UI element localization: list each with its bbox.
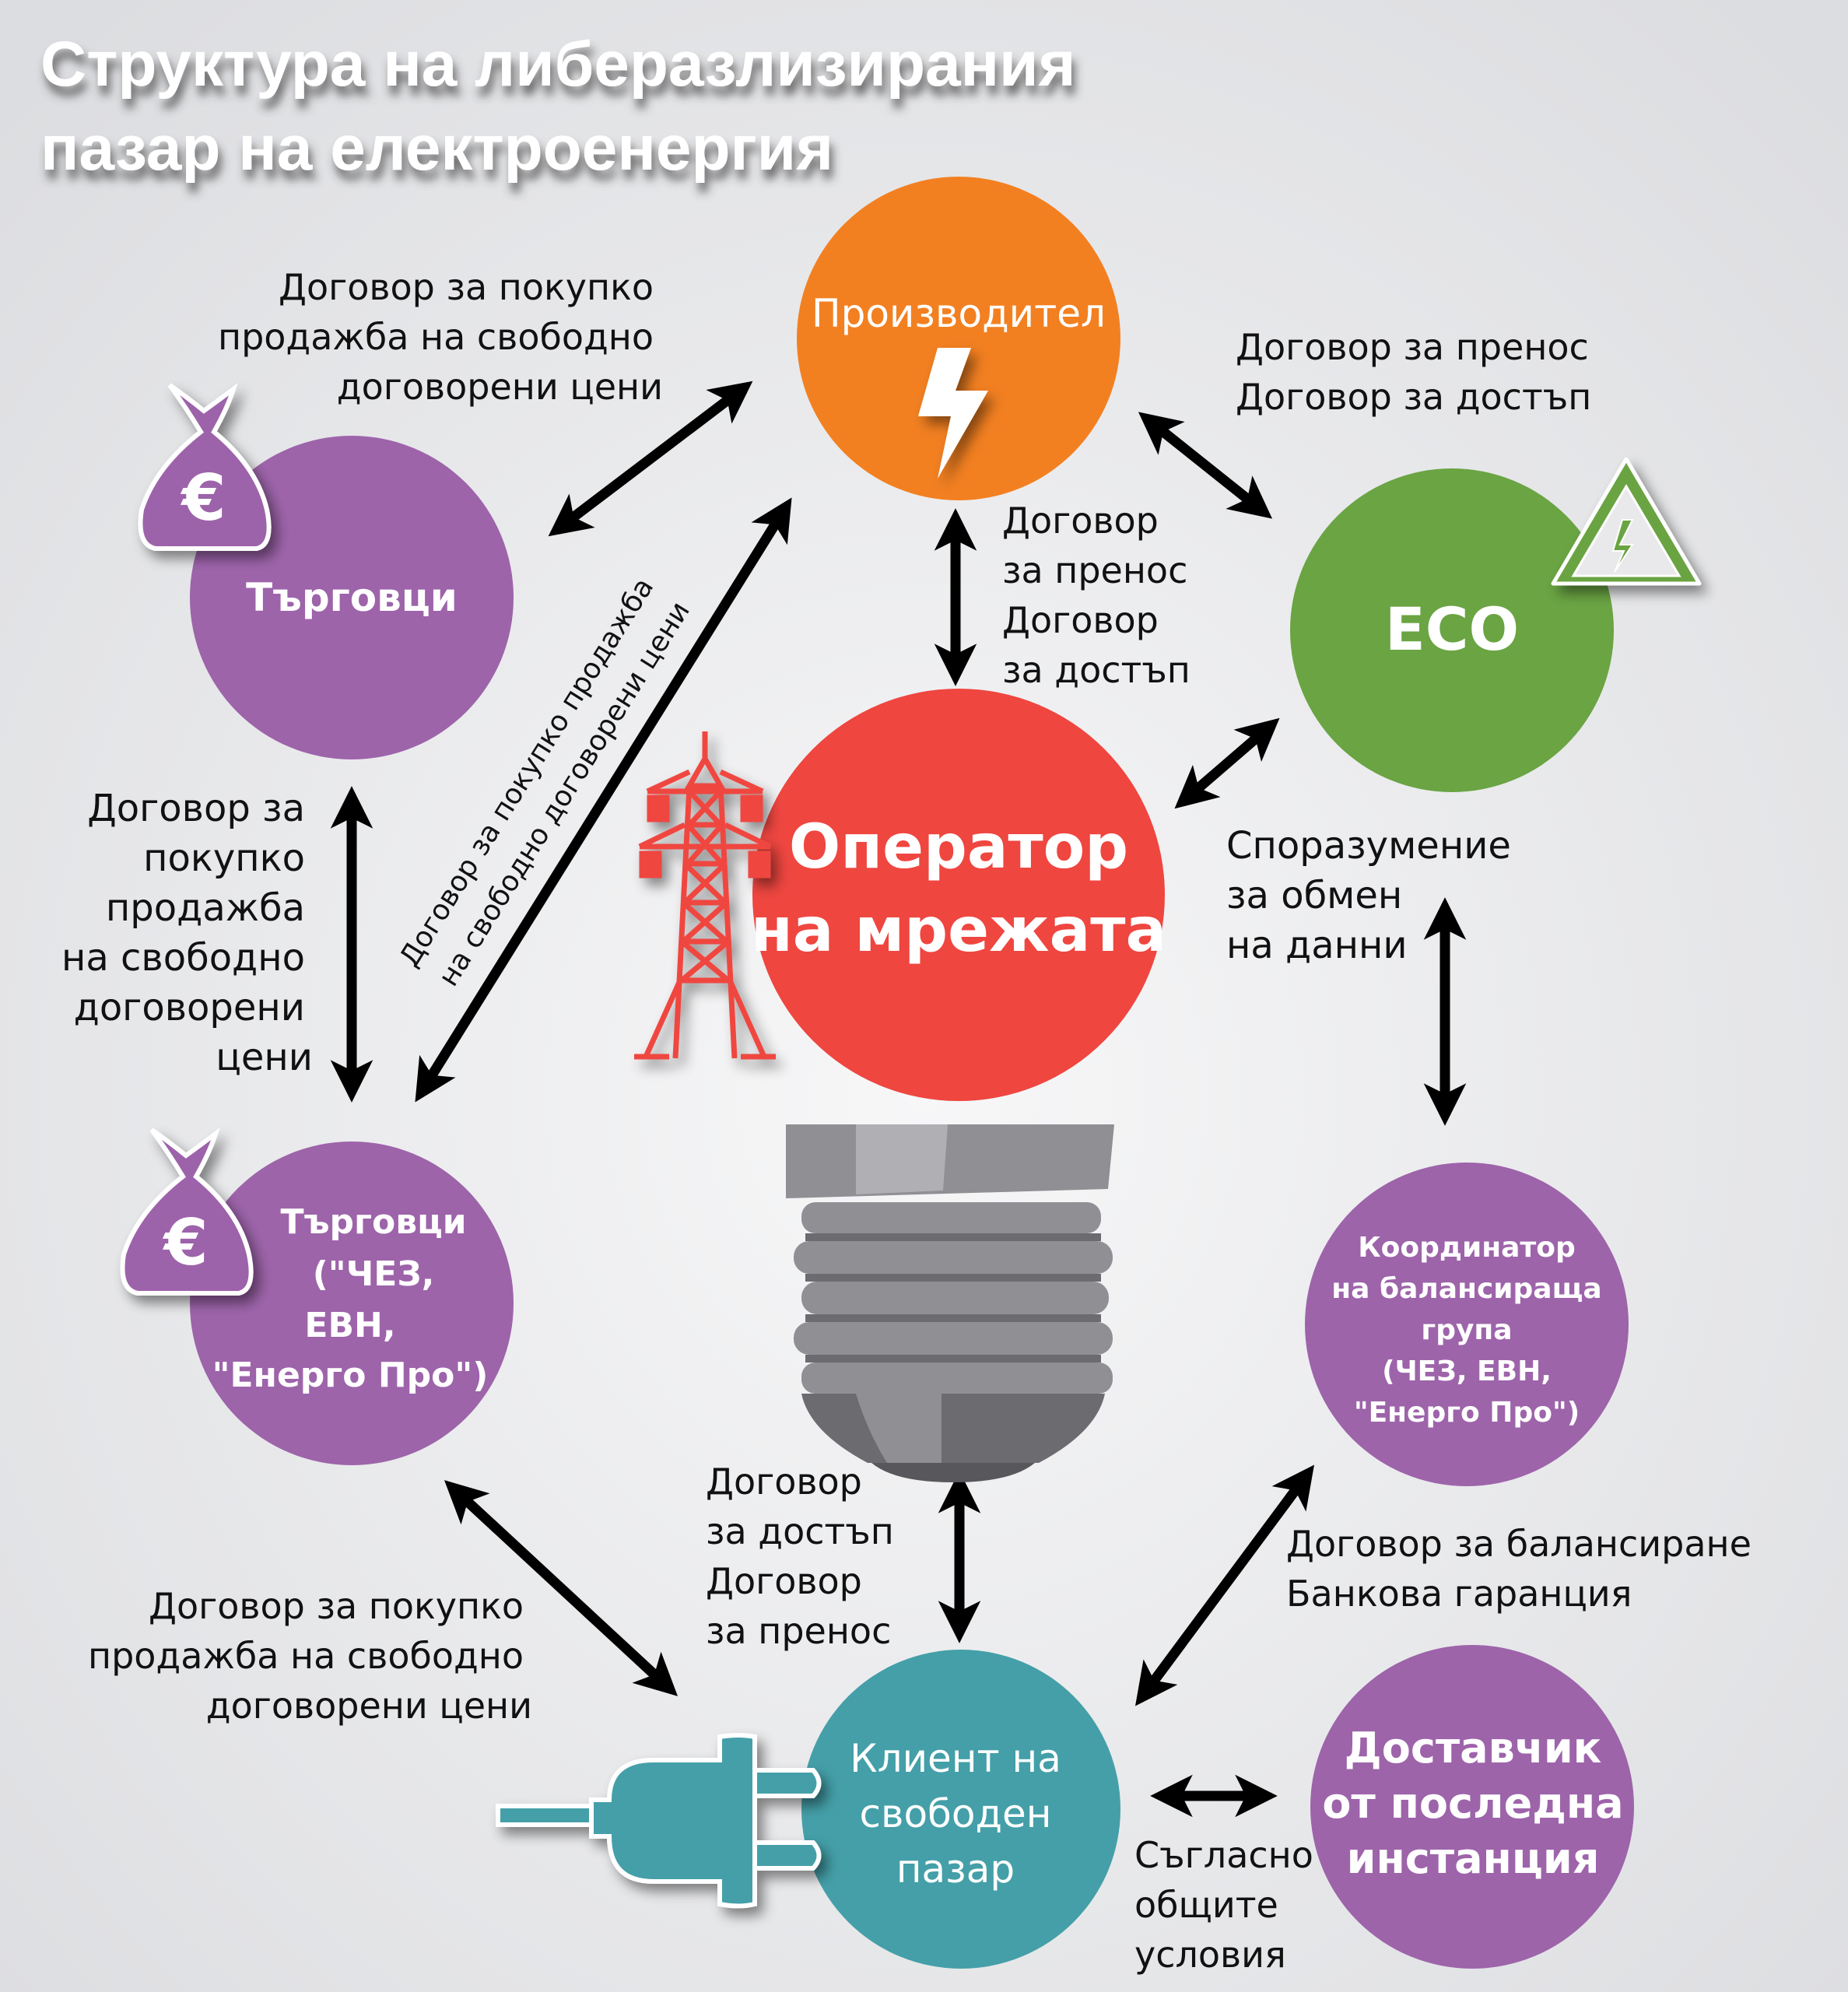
arrow-operator-eco	[1174, 717, 1280, 809]
label-eco-coordinator: Споразумение за обмен на данни	[1226, 824, 1511, 967]
supplier-line-1: Доставчик	[1345, 1724, 1602, 1773]
label-line: договорени	[74, 986, 305, 1029]
label-line: за пренос	[1002, 549, 1187, 591]
client-line-2: свободен	[860, 1791, 1052, 1836]
label-traders-client: Договор за покупко продажба на свободно …	[88, 1585, 532, 1727]
coordinator-line-1: Координатор	[1358, 1232, 1576, 1264]
traders-bottom-line-4: "Енерго Про")	[212, 1355, 489, 1395]
coordinator-line-3: група	[1421, 1314, 1512, 1346]
label-line: Договор за покупко	[149, 1585, 524, 1627]
traders-bottom-line-3: ЕВН,	[304, 1306, 395, 1345]
client-line-1: Клиент на	[850, 1736, 1061, 1781]
node-traders-bottom[interactable]: Търговци ("ЧЕЗ, ЕВН, "Енерго Про") €	[120, 1127, 514, 1465]
node-operator[interactable]: Оператор на мрежата	[634, 689, 1166, 1101]
label-line: за достъп	[706, 1510, 894, 1552]
operator-circle	[752, 689, 1165, 1101]
label-line: Договор	[706, 1461, 862, 1503]
label-coordinator-client: Договор за балансиране Банкова гаранция	[1286, 1523, 1752, 1615]
operator-label-line-2: на мрежата	[751, 896, 1166, 966]
label-line: на свободно	[61, 936, 305, 980]
label-operator-client: Договор за достъп Договор за пренос	[706, 1461, 894, 1652]
node-producer[interactable]: Производител	[797, 177, 1120, 500]
producer-label: Производител	[812, 291, 1106, 336]
svg-text:€: €	[180, 461, 226, 535]
operator-label-line-1: Оператор	[789, 812, 1128, 882]
power-tower-icon	[634, 731, 776, 1060]
title-line-1: Структура на либеразлизирания	[40, 29, 1075, 100]
arrow-producer-traders-diagonal	[415, 497, 792, 1103]
label-line: Договор	[1002, 500, 1159, 542]
client-line-3: пазар	[896, 1846, 1015, 1892]
label-producer-operator: Договор за пренос Договор за достъп	[1002, 500, 1191, 691]
arrow-traders-client	[444, 1480, 679, 1696]
traders-bottom-line-2: ("ЧЕЗ,	[313, 1254, 435, 1294]
label-line: Банкова гаранция	[1286, 1573, 1632, 1615]
label-line: цени	[216, 1036, 313, 1079]
traders-bottom-line-1: Търговци	[280, 1202, 466, 1242]
label-line: Договор	[706, 1560, 862, 1602]
label-traders-traders: Договор за покупко продажба на свободно …	[61, 787, 313, 1079]
node-supplier[interactable]: Доставчик от последна инстанция	[1310, 1645, 1634, 1969]
arrow-producer-eco	[1138, 412, 1273, 519]
coordinator-circle	[1305, 1163, 1629, 1486]
label-line: покупко	[143, 836, 305, 880]
page-title: Структура на либеразлизирания пазар на е…	[40, 29, 1075, 184]
label-line: продажба	[106, 886, 305, 930]
coordinator-line-2: на балансираща	[1331, 1273, 1601, 1305]
title-line-2: пазар на електроенергия	[40, 113, 833, 184]
traders-top-circle	[190, 436, 514, 759]
node-coordinator[interactable]: Координатор на балансираща група (ЧЕЗ, Е…	[1305, 1163, 1629, 1486]
supplier-circle	[1310, 1645, 1634, 1969]
label-line: Договор за	[87, 787, 305, 830]
eco-circle	[1290, 468, 1614, 792]
money-bag-euro-icon: €	[120, 1127, 254, 1296]
label-client-supplier: Съгласно общите условия	[1134, 1834, 1313, 1976]
power-plug-icon	[496, 1733, 822, 1909]
label-line: продажба на свободно	[88, 1635, 524, 1677]
arrows	[330, 381, 1467, 1818]
label-line: Договор за достъп	[1236, 376, 1591, 418]
eco-label: ECO	[1385, 594, 1519, 664]
label-line: за обмен	[1226, 874, 1402, 917]
label-producer-eco: Договор за пренос Договор за достъп	[1236, 326, 1591, 418]
label-line: договорени цени	[337, 366, 663, 408]
label-line: Договор за балансиране	[1286, 1523, 1752, 1565]
svg-text:€: €	[162, 1206, 208, 1280]
label-line: Договор за пренос	[1236, 326, 1589, 368]
light-bulb-base-icon	[786, 1124, 1114, 1482]
money-bag-euro-icon: €	[138, 382, 272, 551]
node-client[interactable]: Клиент на свободен пазар	[496, 1650, 1120, 1969]
label-line: Договор	[1002, 599, 1159, 641]
label-line: на данни	[1226, 924, 1408, 967]
label-producer-traders: Договор за покупко продажба на свободно …	[218, 266, 663, 408]
label-line: общите	[1134, 1884, 1278, 1926]
supplier-line-2: от последна	[1322, 1779, 1623, 1828]
label-line: продажба на свободно	[218, 316, 654, 358]
label-line: Споразумение	[1226, 824, 1511, 868]
lightning-bolt-icon	[918, 348, 988, 479]
node-eco[interactable]: ECO	[1290, 457, 1702, 792]
high-voltage-warning-icon	[1551, 457, 1702, 586]
arrow-coordinator-client	[1134, 1464, 1315, 1706]
traders-top-label: Търговци	[246, 575, 458, 620]
label-line: Договор за покупко	[279, 266, 654, 308]
label-line: условия	[1134, 1934, 1286, 1976]
coordinator-line-5: "Енерго Про")	[1354, 1397, 1580, 1429]
label-line: Съгласно	[1134, 1834, 1313, 1876]
supplier-line-3: инстанция	[1347, 1834, 1600, 1883]
traders-bottom-circle	[190, 1142, 514, 1465]
coordinator-line-4: (ЧЕЗ, ЕВН,	[1382, 1355, 1552, 1387]
label-line: за достъп	[1002, 649, 1191, 691]
label-line: за пренос	[706, 1610, 891, 1652]
label-line: договорени цени	[206, 1685, 532, 1727]
producer-circle	[797, 177, 1120, 500]
node-traders-top[interactable]: Търговци €	[138, 382, 514, 759]
client-circle	[801, 1650, 1120, 1969]
